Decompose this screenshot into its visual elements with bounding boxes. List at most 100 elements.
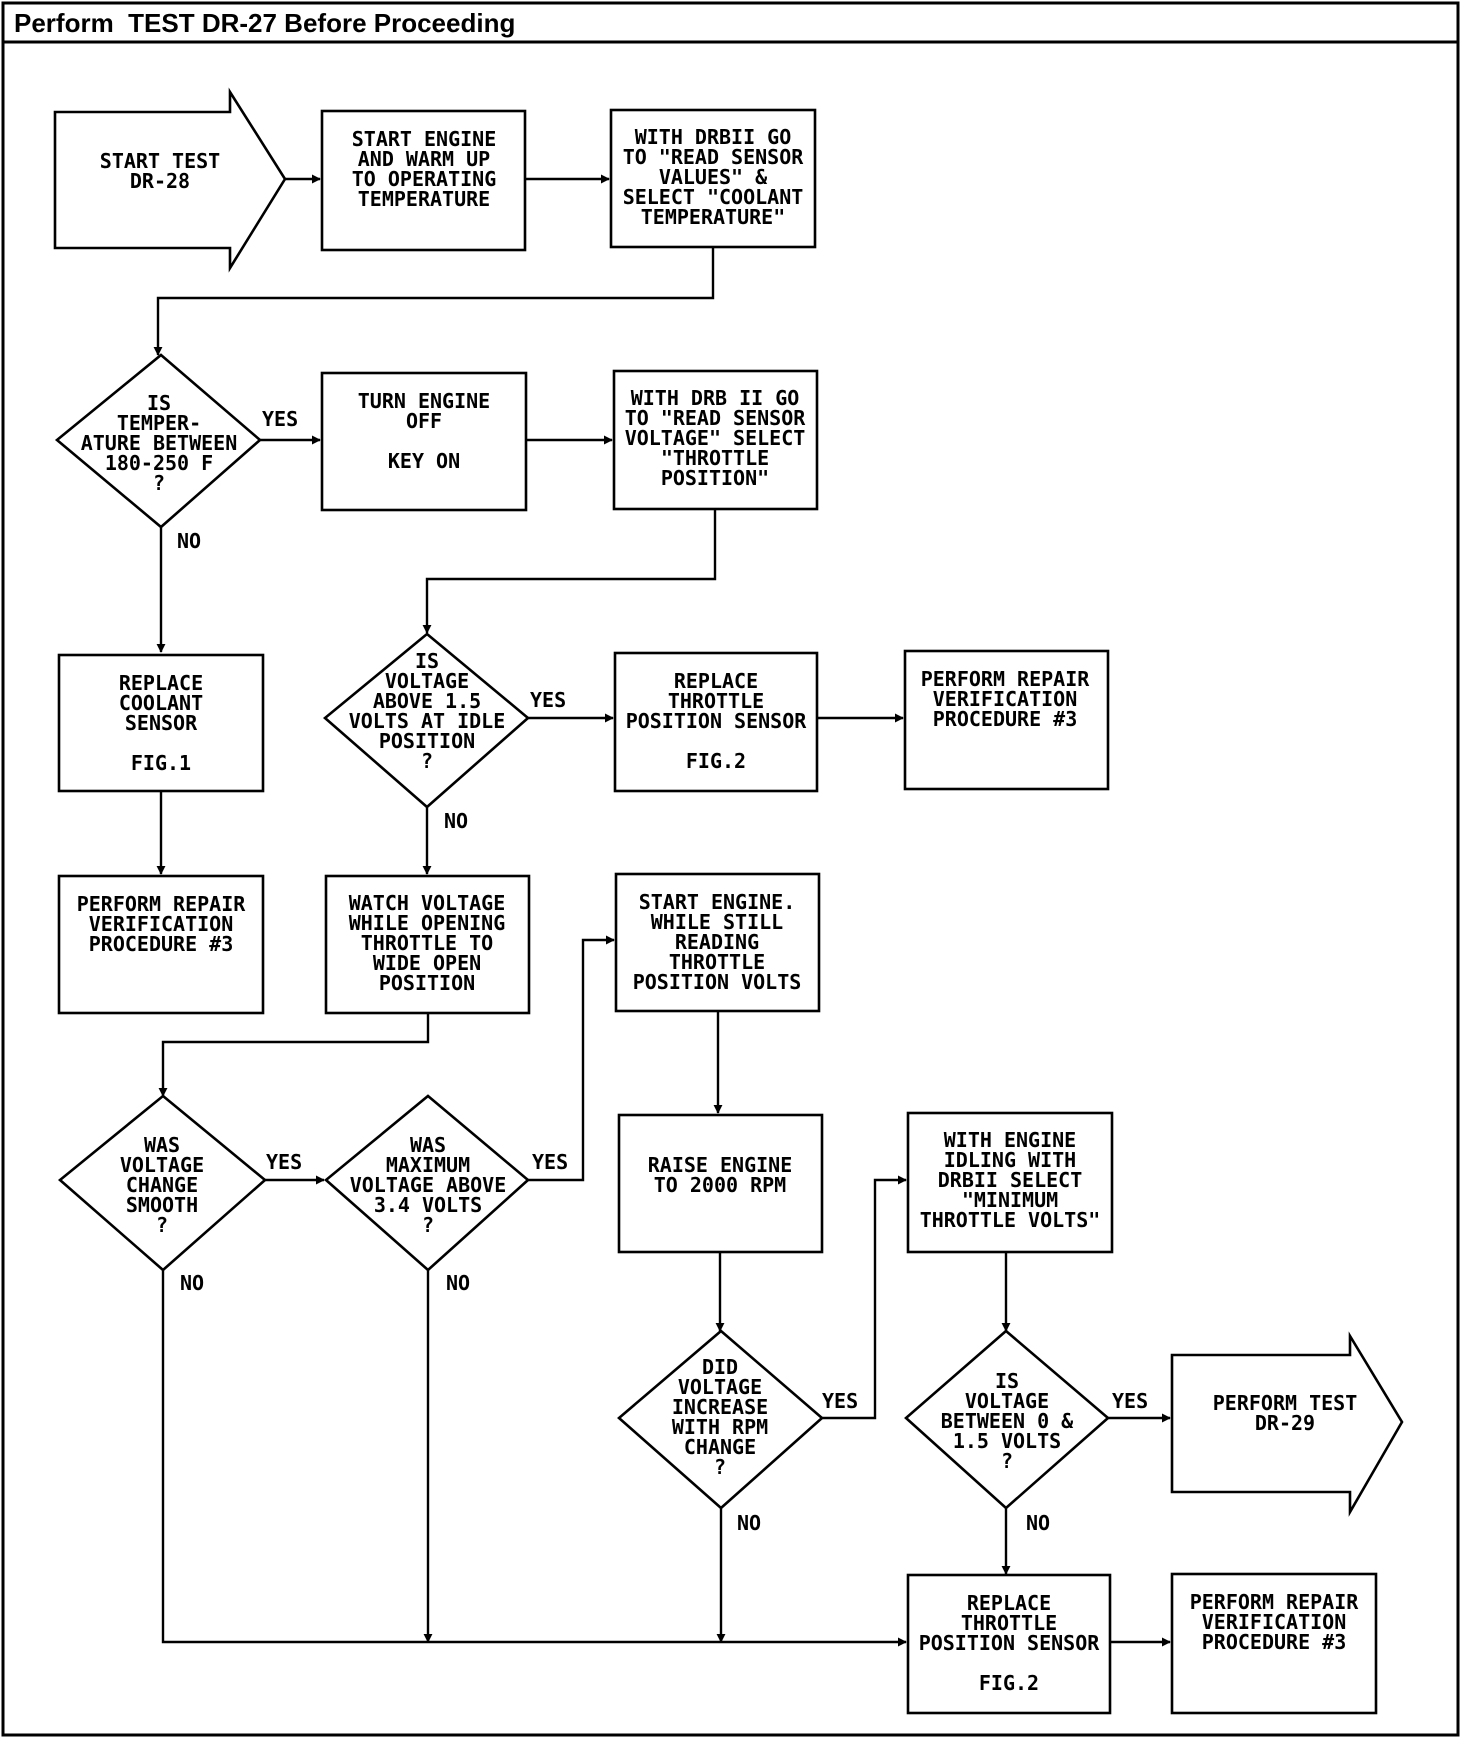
node-label-q-increase-line-4: WITH RPM — [672, 1415, 768, 1439]
node-label-q-temperature-line-3: ATURE BETWEEN — [81, 431, 238, 455]
node-label-q-voltage-idle-line-4: VOLTS AT IDLE — [349, 709, 506, 733]
edge-labels: YES NO YES NO YES NO YES NO YES NO YES N… — [177, 407, 1148, 1535]
node-label-drbii-throttle-line-5: POSITION" — [661, 466, 769, 490]
label-idle-yes: YES — [530, 688, 566, 712]
node-label-replace-coolant-line-1: REPLACE — [119, 671, 203, 695]
node-turn-engine-off — [320, 371, 528, 512]
node-label-q-smooth-line-2: VOLTAGE — [120, 1153, 204, 1177]
node-label-replace-tps-1-line-5: FIG.2 — [686, 749, 746, 773]
node-label-q-voltage-idle-line-1: IS — [415, 649, 439, 673]
node-label-verify-3-line-2: VERIFICATION — [1202, 1610, 1347, 1634]
node-perform-test-dr29 — [1170, 1331, 1404, 1517]
node-label-start-engine-reading-line-4: THROTTLE — [669, 950, 765, 974]
node-label-q-temperature-line-1: IS — [147, 391, 171, 415]
node-label-watch-voltage-line-2: WHILE OPENING — [349, 911, 506, 935]
node-label-start-engine-reading-line-5: POSITION VOLTS — [633, 970, 802, 994]
node-label-watch-voltage-line-4: WIDE OPEN — [373, 951, 481, 975]
node-replace-tps-1 — [613, 651, 819, 793]
node-label-raise-engine-line-1: RAISE ENGINE — [648, 1153, 793, 1177]
node-label-verify-2-line-1: PERFORM REPAIR — [77, 892, 247, 916]
node-label-drbii-throttle-line-4: "THROTTLE — [661, 446, 769, 470]
node-drbii-throttle — [612, 369, 819, 511]
node-label-drbii-coolant-line-4: SELECT "COOLANT — [623, 185, 804, 209]
nodes — [53, 87, 1404, 1715]
node-label-replace-tps-1-line-3: POSITION SENSOR — [626, 709, 808, 733]
node-label-q-temperature-line-2: TEMPER- — [117, 411, 201, 435]
node-label-turn-engine-off-line-2: OFF — [406, 409, 442, 433]
node-label-start-test-dr28-line-1: START TEST — [100, 149, 220, 173]
edge-smooth-no — [161, 1270, 907, 1647]
node-label-replace-tps-2-line-1: REPLACE — [967, 1591, 1051, 1615]
label-between-no: NO — [1026, 1511, 1050, 1535]
node-label-engine-idling-line-4: "MINIMUM — [962, 1188, 1058, 1212]
node-label-q-smooth-line-1: WAS — [144, 1133, 180, 1157]
node-label-drbii-throttle-line-1: WITH DRB II GO — [631, 386, 800, 410]
node-label-start-engine-warm-line-1: START ENGINE — [352, 127, 497, 151]
label-increase-no: NO — [737, 1511, 761, 1535]
node-verify-2 — [57, 874, 265, 1015]
node-label-drbii-coolant-line-3: VALUES" & — [659, 165, 768, 189]
node-start-test-dr28 — [53, 87, 287, 273]
node-label-engine-idling-line-3: DRBII SELECT — [938, 1168, 1083, 1192]
node-label-start-test-dr28-line-2: DR-28 — [130, 169, 190, 193]
label-smooth-yes: YES — [266, 1150, 302, 1174]
node-label-verify-1-line-1: PERFORM REPAIR — [921, 667, 1091, 691]
node-label-start-engine-reading-line-1: START ENGINE. — [639, 890, 796, 914]
node-replace-coolant — [57, 653, 265, 793]
label-idle-no: NO — [444, 809, 468, 833]
node-question-temperature — [54, 353, 262, 529]
node-question-increase — [617, 1329, 824, 1510]
node-label-drbii-throttle-line-2: TO "READ SENSOR — [625, 406, 807, 430]
node-label-q-max-voltage-line-3: VOLTAGE ABOVE — [350, 1173, 507, 1197]
edge-coolant-to-temp — [153, 247, 715, 356]
node-label-q-increase-line-6: ? — [714, 1455, 726, 1479]
label-max-yes: YES — [532, 1150, 568, 1174]
node-question-between — [904, 1329, 1110, 1510]
node-label-engine-idling-line-2: IDLING WITH — [944, 1148, 1076, 1172]
node-question-max-voltage — [323, 1094, 530, 1272]
node-label-verify-3-line-1: PERFORM REPAIR — [1190, 1590, 1360, 1614]
edge-watch-to-smooth — [158, 1010, 430, 1097]
node-label-q-smooth-line-5: ? — [156, 1213, 168, 1237]
node-engine-idling — [906, 1111, 1114, 1254]
node-label-q-between-line-1: IS — [995, 1369, 1019, 1393]
node-label-q-between-line-4: 1.5 VOLTS — [953, 1429, 1061, 1453]
node-label-watch-voltage-line-1: WATCH VOLTAGE — [349, 891, 506, 915]
node-verify-1 — [903, 649, 1110, 791]
header-title: Perform TEST DR-27 Before Proceeding — [14, 8, 515, 38]
node-label-replace-tps-2-line-3: POSITION SENSOR — [919, 1631, 1101, 1655]
node-label-replace-tps-1-line-2: THROTTLE — [668, 689, 764, 713]
label-temp-no: NO — [177, 529, 201, 553]
node-label-engine-idling-line-5: THROTTLE VOLTS" — [920, 1208, 1101, 1232]
node-label-q-smooth-line-4: SMOOTH — [126, 1193, 198, 1217]
node-label-drbii-coolant-line-5: TEMPERATURE" — [641, 205, 786, 229]
connectors — [153, 174, 1171, 1647]
node-label-q-increase-line-3: INCREASE — [672, 1395, 768, 1419]
node-label-drbii-coolant-line-2: TO "READ SENSOR — [623, 145, 805, 169]
node-label-q-temperature-line-4: 180-250 F — [105, 451, 213, 475]
node-label-replace-tps-2-line-5: FIG.2 — [979, 1671, 1039, 1695]
node-label-turn-engine-off-line-1: TURN ENGINE — [358, 389, 490, 413]
node-label-start-engine-reading-line-3: READING — [675, 930, 759, 954]
node-label-replace-tps-1-line-1: REPLACE — [674, 669, 758, 693]
node-label-start-engine-warm-line-4: TEMPERATURE — [358, 187, 490, 211]
node-label-start-engine-reading-line-2: WHILE STILL — [651, 910, 783, 934]
node-label-q-max-voltage-line-2: MAXIMUM — [386, 1153, 470, 1177]
node-label-drbii-coolant-line-1: WITH DRBII GO — [635, 125, 792, 149]
node-label-watch-voltage-line-3: THROTTLE TO — [361, 931, 493, 955]
label-smooth-no: NO — [180, 1271, 204, 1295]
node-label-perform-dr29-line-1: PERFORM TEST — [1213, 1391, 1358, 1415]
node-label-q-voltage-idle-line-2: VOLTAGE — [385, 669, 469, 693]
node-watch-voltage — [324, 874, 531, 1015]
node-label-replace-coolant-line-5: FIG.1 — [131, 751, 191, 775]
node-replace-tps-2 — [906, 1573, 1112, 1715]
label-between-yes: YES — [1112, 1389, 1148, 1413]
edge-increase-yes — [819, 1175, 907, 1420]
node-label-q-between-line-3: BETWEEN 0 & — [941, 1409, 1074, 1433]
node-label-replace-coolant-line-3: SENSOR — [125, 711, 198, 735]
node-start-engine-warmup — [320, 109, 527, 252]
node-label-q-increase-line-1: DID — [702, 1355, 738, 1379]
label-max-no: NO — [446, 1271, 470, 1295]
